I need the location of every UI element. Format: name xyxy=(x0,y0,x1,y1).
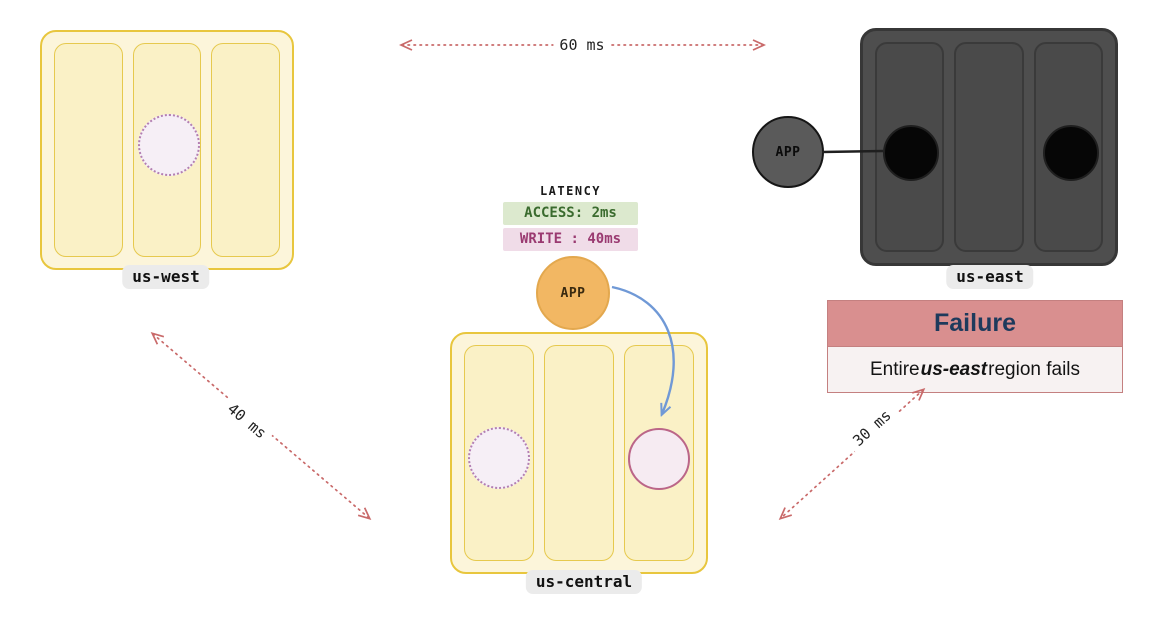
availability-zone xyxy=(954,42,1024,252)
app-node-east: APP xyxy=(752,116,824,188)
failure-body-suffix: region fails xyxy=(988,358,1081,380)
latency-panel: LATENCY ACCESS: 2ms WRITE : 40ms xyxy=(503,184,638,251)
app-node-label: APP xyxy=(775,144,801,160)
failure-body-emphasis: us-east xyxy=(920,358,988,380)
app-node-label: APP xyxy=(560,285,586,301)
latency-arrow-east-central xyxy=(781,390,923,518)
failure-card-header: Failure xyxy=(828,301,1122,347)
region-label-us-west: us-west xyxy=(122,265,210,289)
region-us-central xyxy=(450,332,708,574)
app-node-central: APP xyxy=(536,256,610,330)
region-label-us-east: us-east xyxy=(946,265,1034,289)
latency-title: LATENCY xyxy=(539,184,602,198)
latency-access-row: ACCESS: 2ms xyxy=(503,202,638,225)
availability-zone xyxy=(54,43,123,257)
region-us-west xyxy=(40,30,294,270)
latency-label-east-central: 30 ms xyxy=(844,402,900,454)
failure-title: Failure xyxy=(934,309,1016,337)
active-replica-circle xyxy=(628,428,690,490)
availability-zone xyxy=(211,43,281,257)
availability-zone xyxy=(544,345,614,561)
latency-label-west-central: 40 ms xyxy=(219,395,275,447)
failure-card: Failure Entire us-east region fails xyxy=(827,300,1123,393)
latency-write-row: WRITE : 40ms xyxy=(503,228,638,251)
dotted-replica-circle xyxy=(468,427,530,489)
failed-replica-circle xyxy=(883,125,939,181)
failed-replica-circle xyxy=(1043,125,1099,181)
region-us-east xyxy=(860,28,1118,266)
zone-group xyxy=(54,43,281,257)
latency-label-west-east: 60 ms xyxy=(553,36,611,54)
region-label-us-central: us-central xyxy=(525,570,643,594)
dotted-replica-circle xyxy=(138,114,200,176)
failure-card-body: Entire us-east region fails xyxy=(828,347,1122,392)
failure-body-prefix: Entire xyxy=(869,358,920,380)
